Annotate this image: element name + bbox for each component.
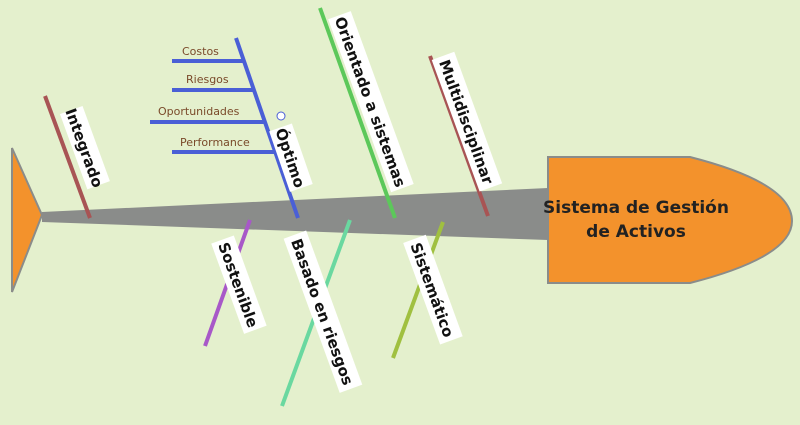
bone-integrado bbox=[43, 95, 92, 219]
head-title-line2: de Activos bbox=[586, 222, 686, 242]
subcause-oportunidades: Oportunidades bbox=[158, 105, 240, 118]
bone-orientado bbox=[318, 7, 397, 219]
label-bg-orientado bbox=[328, 11, 414, 193]
optimo-collapse-icon[interactable] bbox=[276, 111, 286, 121]
fish-tail bbox=[11, 147, 44, 293]
bone-optimo bbox=[234, 37, 300, 219]
bone-sistematico bbox=[391, 221, 445, 359]
subcause-performance: Performance bbox=[180, 136, 250, 149]
subcause-riesgos: Riesgos bbox=[186, 73, 229, 86]
subcause-costos: Costos bbox=[182, 45, 219, 58]
label-bg-sistematico bbox=[403, 234, 463, 345]
label-bg-basado bbox=[283, 230, 363, 393]
label-bg-sostenible bbox=[211, 235, 267, 334]
label-bg-integrado bbox=[59, 105, 110, 190]
head-title-line1: Sistema de Gestión bbox=[543, 198, 729, 218]
bone-multidisciplinar bbox=[428, 55, 490, 217]
category-multidisciplinar: Multidisciplinar bbox=[435, 57, 497, 187]
label-bg-multidisciplinar bbox=[431, 51, 503, 192]
fish-head bbox=[547, 156, 794, 284]
category-orientado: Orientado a sistemas bbox=[331, 14, 410, 189]
label-bg-optimo bbox=[269, 123, 313, 192]
